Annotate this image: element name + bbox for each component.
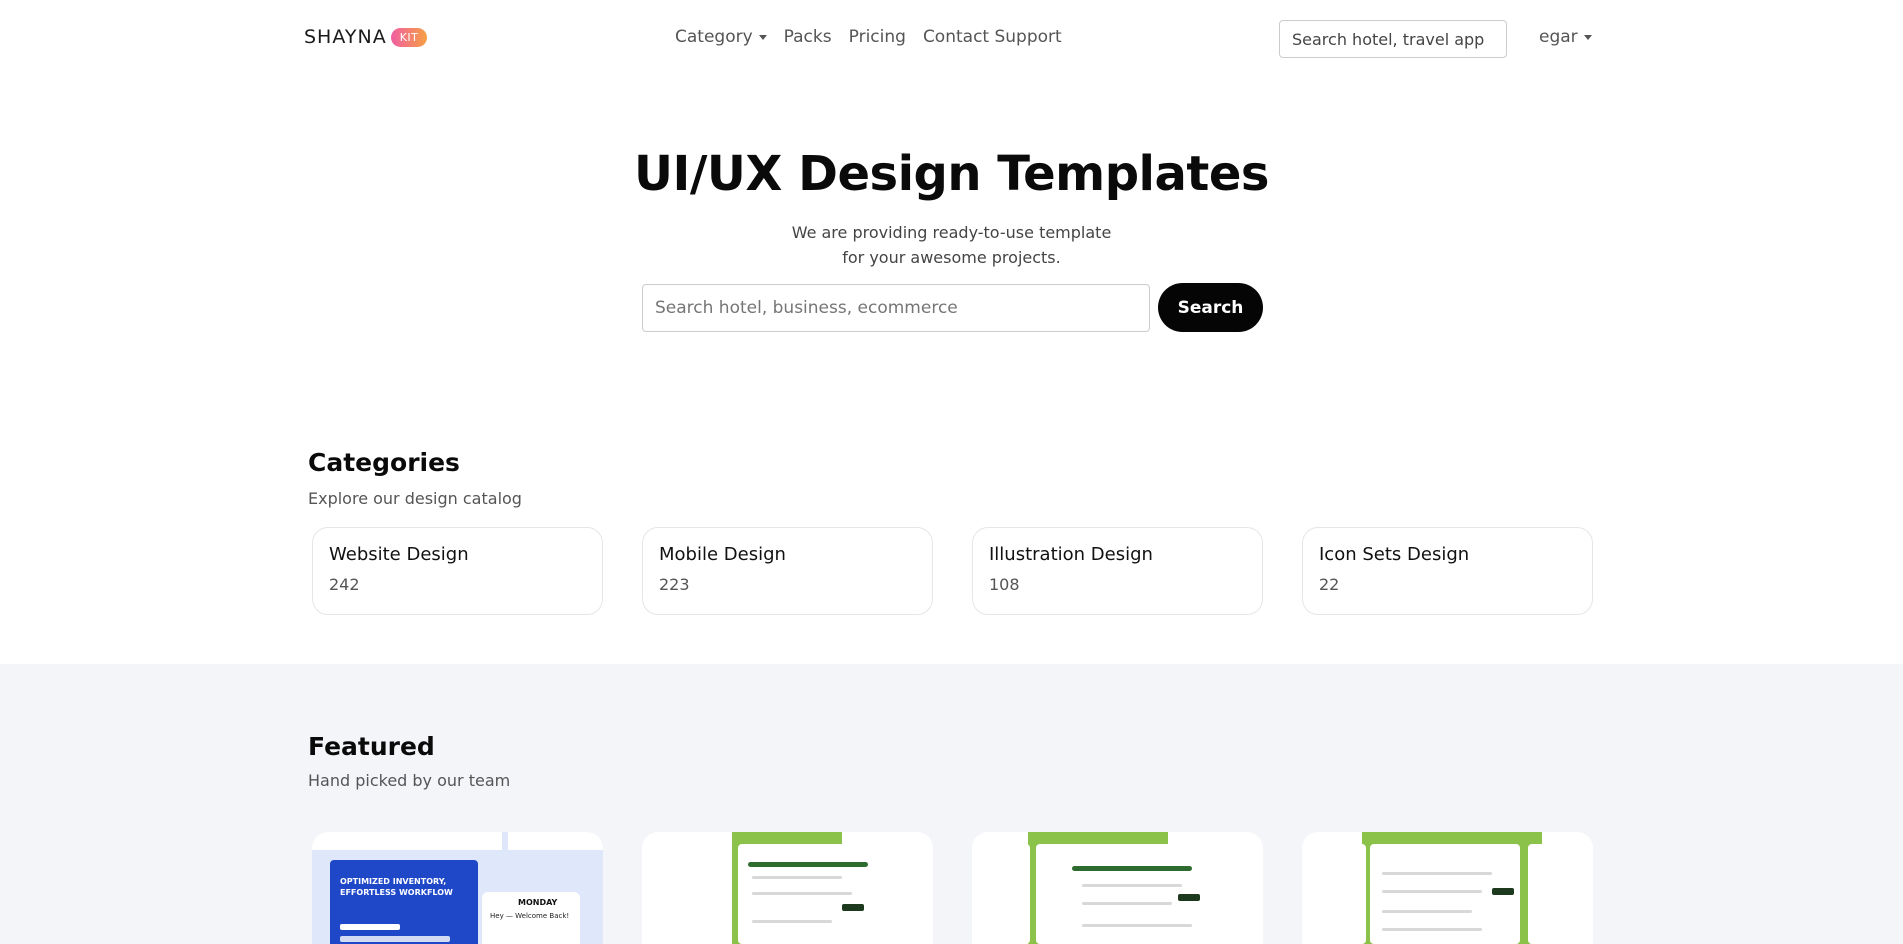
- thumbnail-line: [752, 920, 832, 923]
- thumbnail-day: MONDAY: [518, 898, 558, 907]
- hero-subtitle: We are providing ready-to-use template f…: [0, 220, 1903, 270]
- category-card-website[interactable]: Website Design 242: [312, 527, 603, 615]
- nav-contact-label: Contact Support: [922, 27, 1062, 47]
- category-name: Website Design: [329, 544, 469, 565]
- chevron-down-icon: [758, 34, 767, 40]
- nav-category-label: Category: [675, 27, 753, 47]
- thumbnail-line: [1082, 924, 1192, 927]
- category-count: 223: [659, 575, 690, 594]
- thumbnail-panel: [1528, 844, 1592, 944]
- category-name: Illustration Design: [989, 544, 1153, 565]
- category-count: 22: [1319, 575, 1340, 594]
- nav-category-dropdown[interactable]: Category: [675, 27, 767, 47]
- thumbnail-panel: [330, 860, 478, 944]
- featured-list: OPTIMIZED INVENTORY, EFFORTLESS WORKFLOW…: [312, 832, 1593, 944]
- hero-subtitle-line2: for your awesome projects.: [842, 248, 1061, 267]
- navbar: SHAYNA KIT Category Packs Pricing Contac…: [0, 0, 1903, 78]
- nav-packs-label: Packs: [783, 27, 832, 47]
- search-button[interactable]: Search: [1158, 283, 1263, 332]
- featured-card[interactable]: [972, 832, 1263, 944]
- user-menu-dropdown[interactable]: egar: [1539, 27, 1592, 47]
- thumbnail-line: [340, 924, 400, 930]
- category-card-illustration[interactable]: Illustration Design 108: [972, 527, 1263, 615]
- featured-title: Featured: [308, 732, 435, 761]
- nav-packs[interactable]: Packs: [784, 27, 832, 47]
- brand-name: SHAYNA: [304, 26, 387, 48]
- nav-contact-support[interactable]: Contact Support: [923, 27, 1062, 47]
- categories-list: Website Design 242 Mobile Design 223 Ill…: [312, 527, 1593, 615]
- thumbnail-panel: [862, 844, 932, 944]
- category-card-mobile[interactable]: Mobile Design 223: [642, 527, 933, 615]
- thumbnail-panel: [1210, 844, 1262, 944]
- category-name: Mobile Design: [659, 544, 786, 565]
- category-name: Icon Sets Design: [1319, 544, 1470, 565]
- thumbnail-button: [842, 904, 864, 911]
- brand-logo[interactable]: SHAYNA KIT: [304, 26, 428, 48]
- thumbnail-bar: [748, 862, 868, 867]
- featured-card[interactable]: [642, 832, 933, 944]
- featured-subtitle: Hand picked by our team: [308, 771, 511, 790]
- brand-badge: KIT: [390, 27, 428, 47]
- hero-subtitle-line1: We are providing ready-to-use template: [791, 223, 1112, 242]
- chevron-down-icon: [1583, 34, 1592, 40]
- thumbnail-line: [752, 876, 842, 879]
- thumbnail-welcome: Hey — Welcome Back!: [490, 912, 570, 920]
- thumbnail-line: [1382, 910, 1472, 913]
- featured-card[interactable]: [1302, 832, 1593, 944]
- categories-title: Categories: [308, 448, 460, 477]
- hero-title: UI/UX Design Templates: [634, 146, 1269, 202]
- hero-search-input[interactable]: [642, 284, 1150, 332]
- thumbnail-line: [1082, 902, 1172, 905]
- thumbnail-panel: [646, 844, 724, 944]
- thumbnail-line: [1382, 890, 1482, 893]
- categories-subtitle: Explore our design catalog: [308, 489, 522, 508]
- nav-links: Category Packs Pricing Contact Support: [675, 27, 1079, 47]
- thumbnail-panel: [1306, 844, 1366, 944]
- navbar-search-input[interactable]: [1279, 20, 1507, 58]
- user-name: egar: [1539, 27, 1578, 47]
- thumbnail-line: [1082, 884, 1182, 887]
- thumbnail-bar: [1072, 866, 1192, 871]
- category-card-icon-sets[interactable]: Icon Sets Design 22: [1302, 527, 1593, 615]
- thumbnail-heading: OPTIMIZED INVENTORY, EFFORTLESS WORKFLOW: [340, 877, 453, 897]
- category-count: 242: [329, 575, 360, 594]
- category-count: 108: [989, 575, 1020, 594]
- thumbnail-button: [1492, 888, 1514, 895]
- featured-card[interactable]: OPTIMIZED INVENTORY, EFFORTLESS WORKFLOW…: [312, 832, 603, 944]
- thumbnail-panel: [976, 844, 1030, 944]
- thumbnail-line: [340, 936, 450, 942]
- thumbnail-line: [1382, 872, 1492, 875]
- thumbnail-decoration: [508, 832, 603, 850]
- nav-pricing[interactable]: Pricing: [849, 27, 906, 47]
- thumbnail-panel: [482, 892, 580, 944]
- thumbnail-decoration: [312, 832, 502, 850]
- nav-pricing-label: Pricing: [848, 27, 906, 47]
- thumbnail-line: [752, 892, 852, 895]
- thumbnail-line: [1382, 928, 1482, 931]
- thumbnail-button: [1178, 894, 1200, 901]
